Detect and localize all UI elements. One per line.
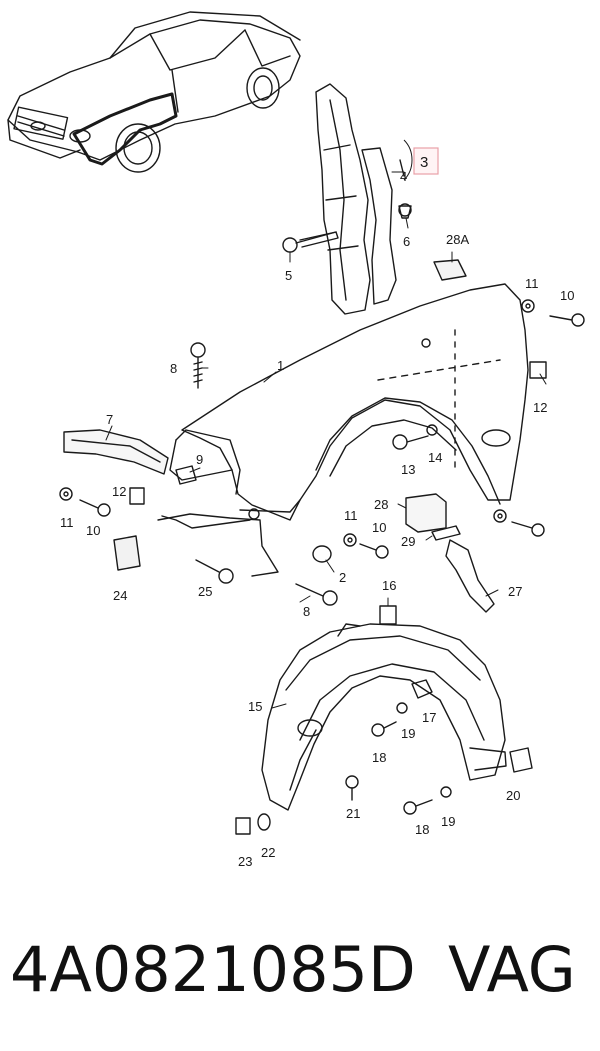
callout-9: 9: [196, 452, 203, 467]
callout-2: 2: [339, 570, 346, 585]
part-number: 4A0821085D: [10, 933, 416, 1006]
callout-17: 17: [422, 710, 436, 725]
callout-4: 4: [400, 169, 407, 184]
callout-28: 28: [374, 497, 388, 512]
callout-21: 21: [346, 806, 360, 821]
callout-23: 23: [238, 854, 252, 869]
fender-panel: [157, 283, 529, 577]
callout-18b: 18: [415, 822, 429, 837]
callout-10a: 10: [560, 288, 574, 303]
callout-12b: 12: [112, 484, 126, 499]
callout-11b: 11: [60, 515, 74, 530]
callout-16: 16: [382, 578, 396, 593]
callout-18a: 18: [372, 750, 386, 765]
callout-3-highlight: [413, 147, 439, 175]
callout-3: 3: [420, 154, 428, 171]
wheel-arch-liner: [261, 623, 507, 811]
callout-8b: 8: [303, 604, 310, 619]
callout-10c: 10: [372, 520, 386, 535]
callout-27: 27: [508, 584, 522, 599]
callout-6: 6: [403, 234, 410, 249]
bracket-assembly: [282, 83, 412, 315]
callout-25: 25: [198, 584, 212, 599]
callout-12a: 12: [533, 400, 547, 415]
callout-22: 22: [261, 845, 275, 860]
callout-28a: 28A: [446, 232, 469, 247]
car-illustration: [7, 11, 301, 173]
part-7-strip: [63, 429, 169, 475]
fasteners: [59, 299, 585, 835]
callout-14: 14: [428, 450, 442, 465]
callout-20: 20: [506, 788, 520, 803]
callout-7: 7: [106, 412, 113, 427]
callout-29: 29: [401, 534, 415, 549]
callout-10b: 10: [86, 523, 100, 538]
callout-8a: 8: [170, 361, 177, 376]
callout-13: 13: [401, 462, 415, 477]
brand-label: VAG: [448, 933, 576, 1006]
callout-5: 5: [285, 268, 292, 283]
callout-1: 1: [277, 358, 284, 373]
callout-24: 24: [113, 588, 127, 603]
part-28a-pad: [433, 259, 467, 281]
callout-labels: 1 2 3 4 5 6 7 8 8 9 10 10 10 11 11 11 12…: [60, 154, 574, 869]
callout-11c: 11: [344, 508, 358, 523]
callout-19a: 19: [401, 726, 415, 741]
callout-11a: 11: [525, 276, 539, 291]
leader-lines: [105, 171, 547, 709]
callout-19b: 19: [441, 814, 455, 829]
callout-15: 15: [248, 699, 262, 714]
